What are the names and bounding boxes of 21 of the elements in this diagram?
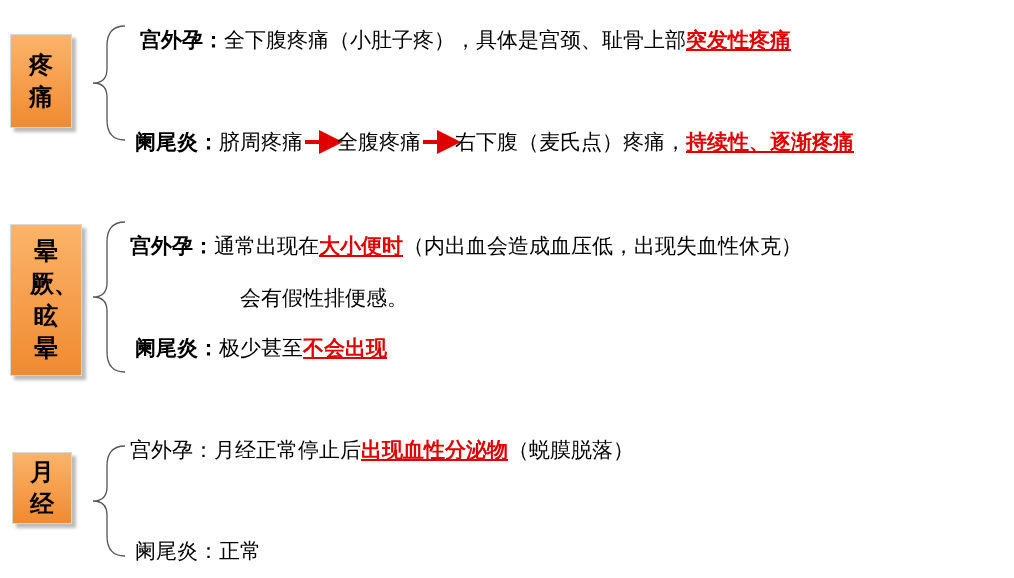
symptom-text: 右下腹（麦氏点）疼痛，持续性、逐渐疼痛 [455, 128, 854, 156]
symptom-text: 全腹疼痛 [337, 128, 421, 156]
row-heading: 宫外孕： [130, 233, 214, 260]
description-text: 全下腹疼痛（小肚子疼），具体是宫颈、耻骨上部突发性疼痛 [224, 27, 791, 54]
category-box [12, 452, 72, 524]
description-text: 通常出现在大小便时（内出血会造成血压低，出现失血性休克） [214, 233, 802, 260]
category-label: 疼痛 [28, 50, 54, 112]
row-heading: 宫外孕： [140, 27, 224, 54]
category-label: 月经 [28, 457, 55, 519]
symptom-text: 脐周疼痛 [219, 128, 303, 156]
arrow [423, 130, 461, 154]
category-label: 晕厥、眩晕 [30, 237, 62, 364]
arrow [305, 130, 343, 154]
description-text: 会有假性排便感。 [240, 285, 408, 312]
row-heading: 阑尾炎： [135, 335, 219, 362]
category-box [10, 224, 82, 376]
category-box [10, 34, 72, 128]
description-text: 宫外孕：月经正常停止后出现血性分泌物（蜕膜脱落） [130, 437, 634, 464]
description-text: 阑尾炎：正常 [135, 538, 261, 565]
description-text: 极少甚至不会出现 [219, 335, 387, 362]
row-heading: 阑尾炎： [135, 129, 219, 156]
